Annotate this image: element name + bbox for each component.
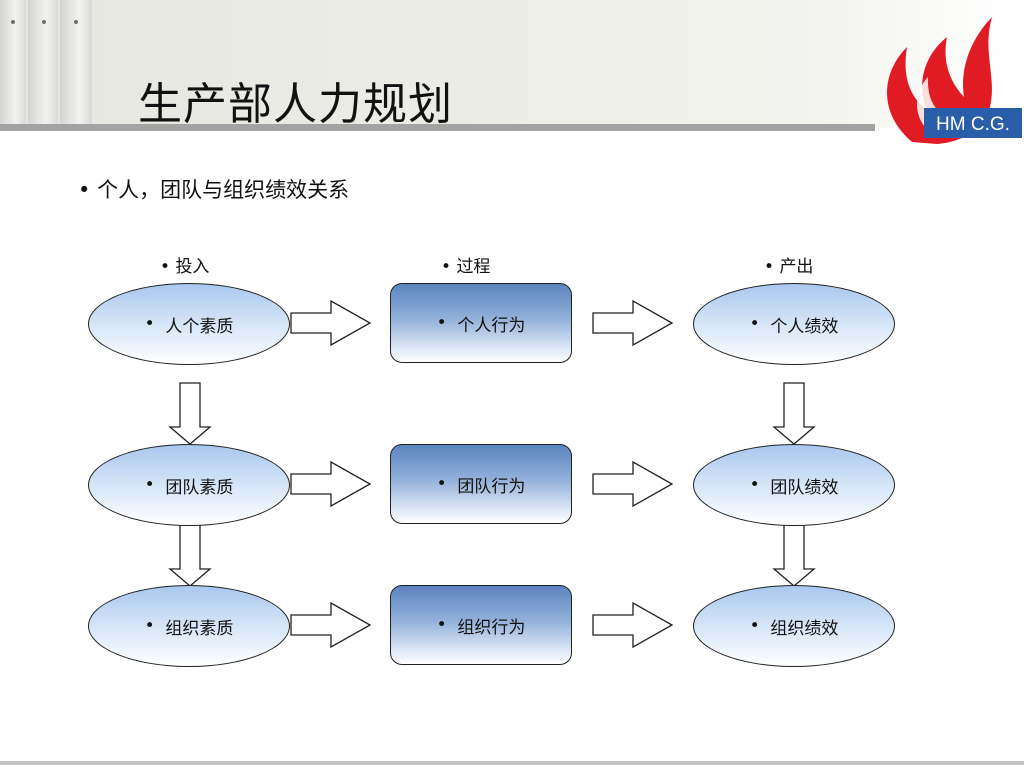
node-org-behavior: • 组织行为: [390, 585, 572, 665]
node-org-quality: • 组织素质: [88, 585, 290, 667]
panel-dot: [42, 20, 46, 24]
right-arrow-icon: [290, 299, 372, 347]
heading-text: 个人，团队与组织绩效关系: [97, 178, 350, 202]
right-arrow-icon: [592, 601, 674, 649]
node-individual-behavior: • 个人行为: [390, 283, 572, 363]
column-label-output: • 产出: [764, 257, 814, 277]
panel-dot: [74, 20, 78, 24]
right-arrow-icon: [290, 460, 372, 508]
logo-plate: [924, 108, 1022, 138]
node-team-quality: • 团队素质: [88, 444, 290, 526]
down-arrow-icon: [168, 382, 212, 445]
heading: • 个人，团队与组织绩效关系: [78, 174, 349, 204]
node-team-behavior: • 团队行为: [390, 444, 572, 524]
panel-dot: [11, 20, 15, 24]
header-banner: [0, 0, 1024, 128]
column-label-input: • 投入: [160, 257, 210, 277]
node-org-performance: • 组织绩效: [693, 585, 895, 667]
down-arrow-icon: [168, 524, 212, 587]
node-individual-quality: • 人个素质: [88, 283, 290, 365]
banner-rule: [0, 124, 875, 131]
footer-rule: [0, 761, 1024, 765]
node-individual-performance: • 个人绩效: [693, 283, 895, 365]
right-arrow-icon: [592, 299, 674, 347]
hmcg-logo: HM C.G.: [887, 17, 1022, 144]
down-arrow-icon: [772, 524, 816, 587]
column-label-process: • 过程: [441, 257, 491, 277]
right-arrow-icon: [592, 460, 674, 508]
logo-text: HM C.G.: [936, 114, 1010, 135]
down-arrow-icon: [772, 382, 816, 445]
right-arrow-icon: [290, 601, 372, 649]
bullet: •: [78, 178, 91, 202]
slide-title: 生产部人力规划: [138, 79, 453, 130]
node-team-performance: • 团队绩效: [693, 444, 895, 526]
